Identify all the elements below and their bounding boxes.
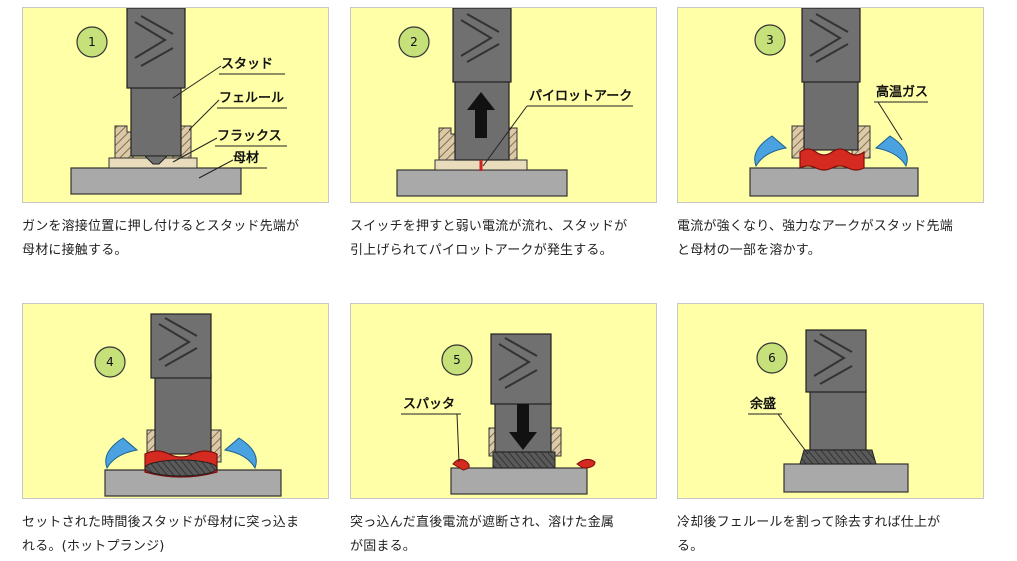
step-number: 1	[88, 35, 96, 49]
step-number: 4	[106, 355, 114, 369]
caption-line: 母材に接触する。	[22, 243, 128, 258]
step-number-badge	[754, 24, 786, 56]
step-number-badge	[398, 26, 430, 58]
step-2-caption: スイッチを押すと弱い電流が流れ、スタッドが 引上げられてパイロットアークが発生す…	[350, 215, 670, 263]
stud	[803, 79, 859, 151]
base-metal	[104, 469, 282, 497]
caption-line: ガンを溶接位置に押し付けるとスタッド先端が	[22, 219, 300, 234]
step-number: 5	[453, 353, 461, 367]
step-number-badge	[756, 342, 788, 374]
step-4-svg: 4	[94, 313, 282, 497]
label-spatter: スパッタ	[403, 397, 455, 412]
chuck-groove	[460, 13, 500, 63]
chuck-groove	[134, 15, 174, 67]
label-reinforcement: 余盛	[749, 396, 776, 412]
step-2-svg: 2 パイロットアーク	[396, 8, 633, 197]
caption-line: れる。(ホットプランジ)	[22, 539, 165, 554]
hot-gas-right	[874, 135, 908, 168]
up-arrow	[467, 92, 495, 138]
step-1-svg: 1 スタッド フェルール フラックス 母材	[70, 8, 287, 195]
caption-line: スイッチを押すと弱い電流が流れ、スタッドが	[350, 219, 628, 234]
stud	[809, 389, 867, 451]
step-4-caption: セットされた時間後スタッドが母材に突っ込ま れる。(ホットプランジ)	[22, 511, 342, 559]
base-metal	[783, 463, 909, 493]
caption-line: と母材の一部を溶かす。	[677, 243, 821, 258]
spatter-right	[576, 458, 596, 469]
base-metal	[396, 169, 568, 197]
label-stud: スタッド	[221, 57, 273, 72]
caption-line: セットされた時間後スタッドが母材に突っ込ま	[22, 515, 300, 530]
step-6-svg: 6 余盛	[748, 329, 909, 493]
leader-ferrule	[188, 99, 220, 131]
caption-line: る。	[677, 539, 704, 554]
base-metal	[749, 167, 919, 197]
ferrule-left	[114, 125, 134, 159]
step-6-caption: 冷却後フェルールを割って除去すれば仕上が る。	[677, 511, 997, 559]
stud-tip	[143, 155, 169, 165]
step-number: 3	[766, 33, 774, 47]
solidified-weld	[492, 451, 556, 469]
gun-chuck	[805, 329, 867, 393]
chuck-groove	[498, 337, 538, 389]
caption-line: 突っ込んだ直後電流が遮断され、溶けた金属	[350, 515, 615, 530]
step-1-diagram: 1 スタッド フェルール フラックス 母材	[22, 7, 329, 203]
caption-line: 電流が強くなり、強力なアークがスタッド先端	[677, 219, 953, 234]
base-metal	[70, 167, 242, 195]
stud	[130, 85, 182, 157]
leader-base	[198, 159, 234, 179]
molten-pool	[799, 148, 865, 171]
label-ferrule: フェルール	[219, 91, 284, 106]
step-3-diagram: 3 高温ガス	[677, 7, 984, 203]
stud	[154, 373, 212, 455]
label-flux: フラックス	[217, 129, 282, 144]
label-pilot-arc: パイロットアーク	[529, 89, 632, 104]
step-4-diagram: 4	[22, 303, 329, 499]
label-hot-gas: 高温ガス	[876, 84, 928, 100]
leader-flux	[172, 137, 218, 163]
spatter-left	[452, 458, 470, 471]
gun-chuck	[126, 8, 186, 89]
step-number-badge	[94, 346, 126, 378]
step-5-diagram: 5 スパッタ	[350, 303, 657, 499]
weld-plunge	[144, 459, 218, 477]
caption-line: が固まる。	[350, 539, 417, 554]
ferrule-left	[438, 127, 458, 161]
step-5-svg: 5 スパッタ	[401, 333, 596, 495]
leader-pilot-arc	[482, 105, 528, 167]
hot-gas-right	[223, 437, 257, 470]
step-5-caption: 突っ込んだ直後電流が遮断され、溶けた金属 が固まる。	[350, 511, 670, 559]
step-number-badge	[76, 26, 108, 58]
step-1-caption: ガンを溶接位置に押し付けるとスタッド先端が 母材に接触する。	[22, 215, 342, 263]
step-3-svg: 3 高温ガス	[749, 8, 928, 197]
leader-reinforcement	[777, 413, 809, 455]
leader-stud	[172, 65, 222, 99]
step-number: 6	[768, 351, 776, 365]
gun-chuck	[801, 8, 861, 83]
step-number-badge	[441, 344, 473, 376]
step-3-caption: 電流が強くなり、強力なアークがスタッド先端 と母材の一部を溶かす。	[677, 215, 997, 263]
down-arrow	[509, 404, 537, 450]
step-number: 2	[410, 35, 418, 49]
hot-gas-left	[754, 135, 788, 168]
hot-gas-left	[105, 437, 139, 470]
leader-spatter	[456, 413, 460, 463]
chuck-groove	[809, 13, 849, 63]
base-metal	[450, 467, 588, 495]
step-6-diagram: 6 余盛	[677, 303, 984, 499]
caption-line: 引上げられてパイロットアークが発生する。	[350, 243, 613, 258]
leader-hot-gas	[877, 101, 903, 141]
chuck-groove	[158, 317, 198, 367]
gun-chuck	[452, 8, 512, 83]
weld-reinforcement	[799, 449, 877, 465]
chuck-groove	[813, 333, 853, 385]
label-base: 母材	[233, 150, 259, 166]
caption-line: 冷却後フェルールを割って除去すれば仕上が	[677, 515, 941, 530]
step-2-diagram: 2 パイロットアーク	[350, 7, 657, 203]
